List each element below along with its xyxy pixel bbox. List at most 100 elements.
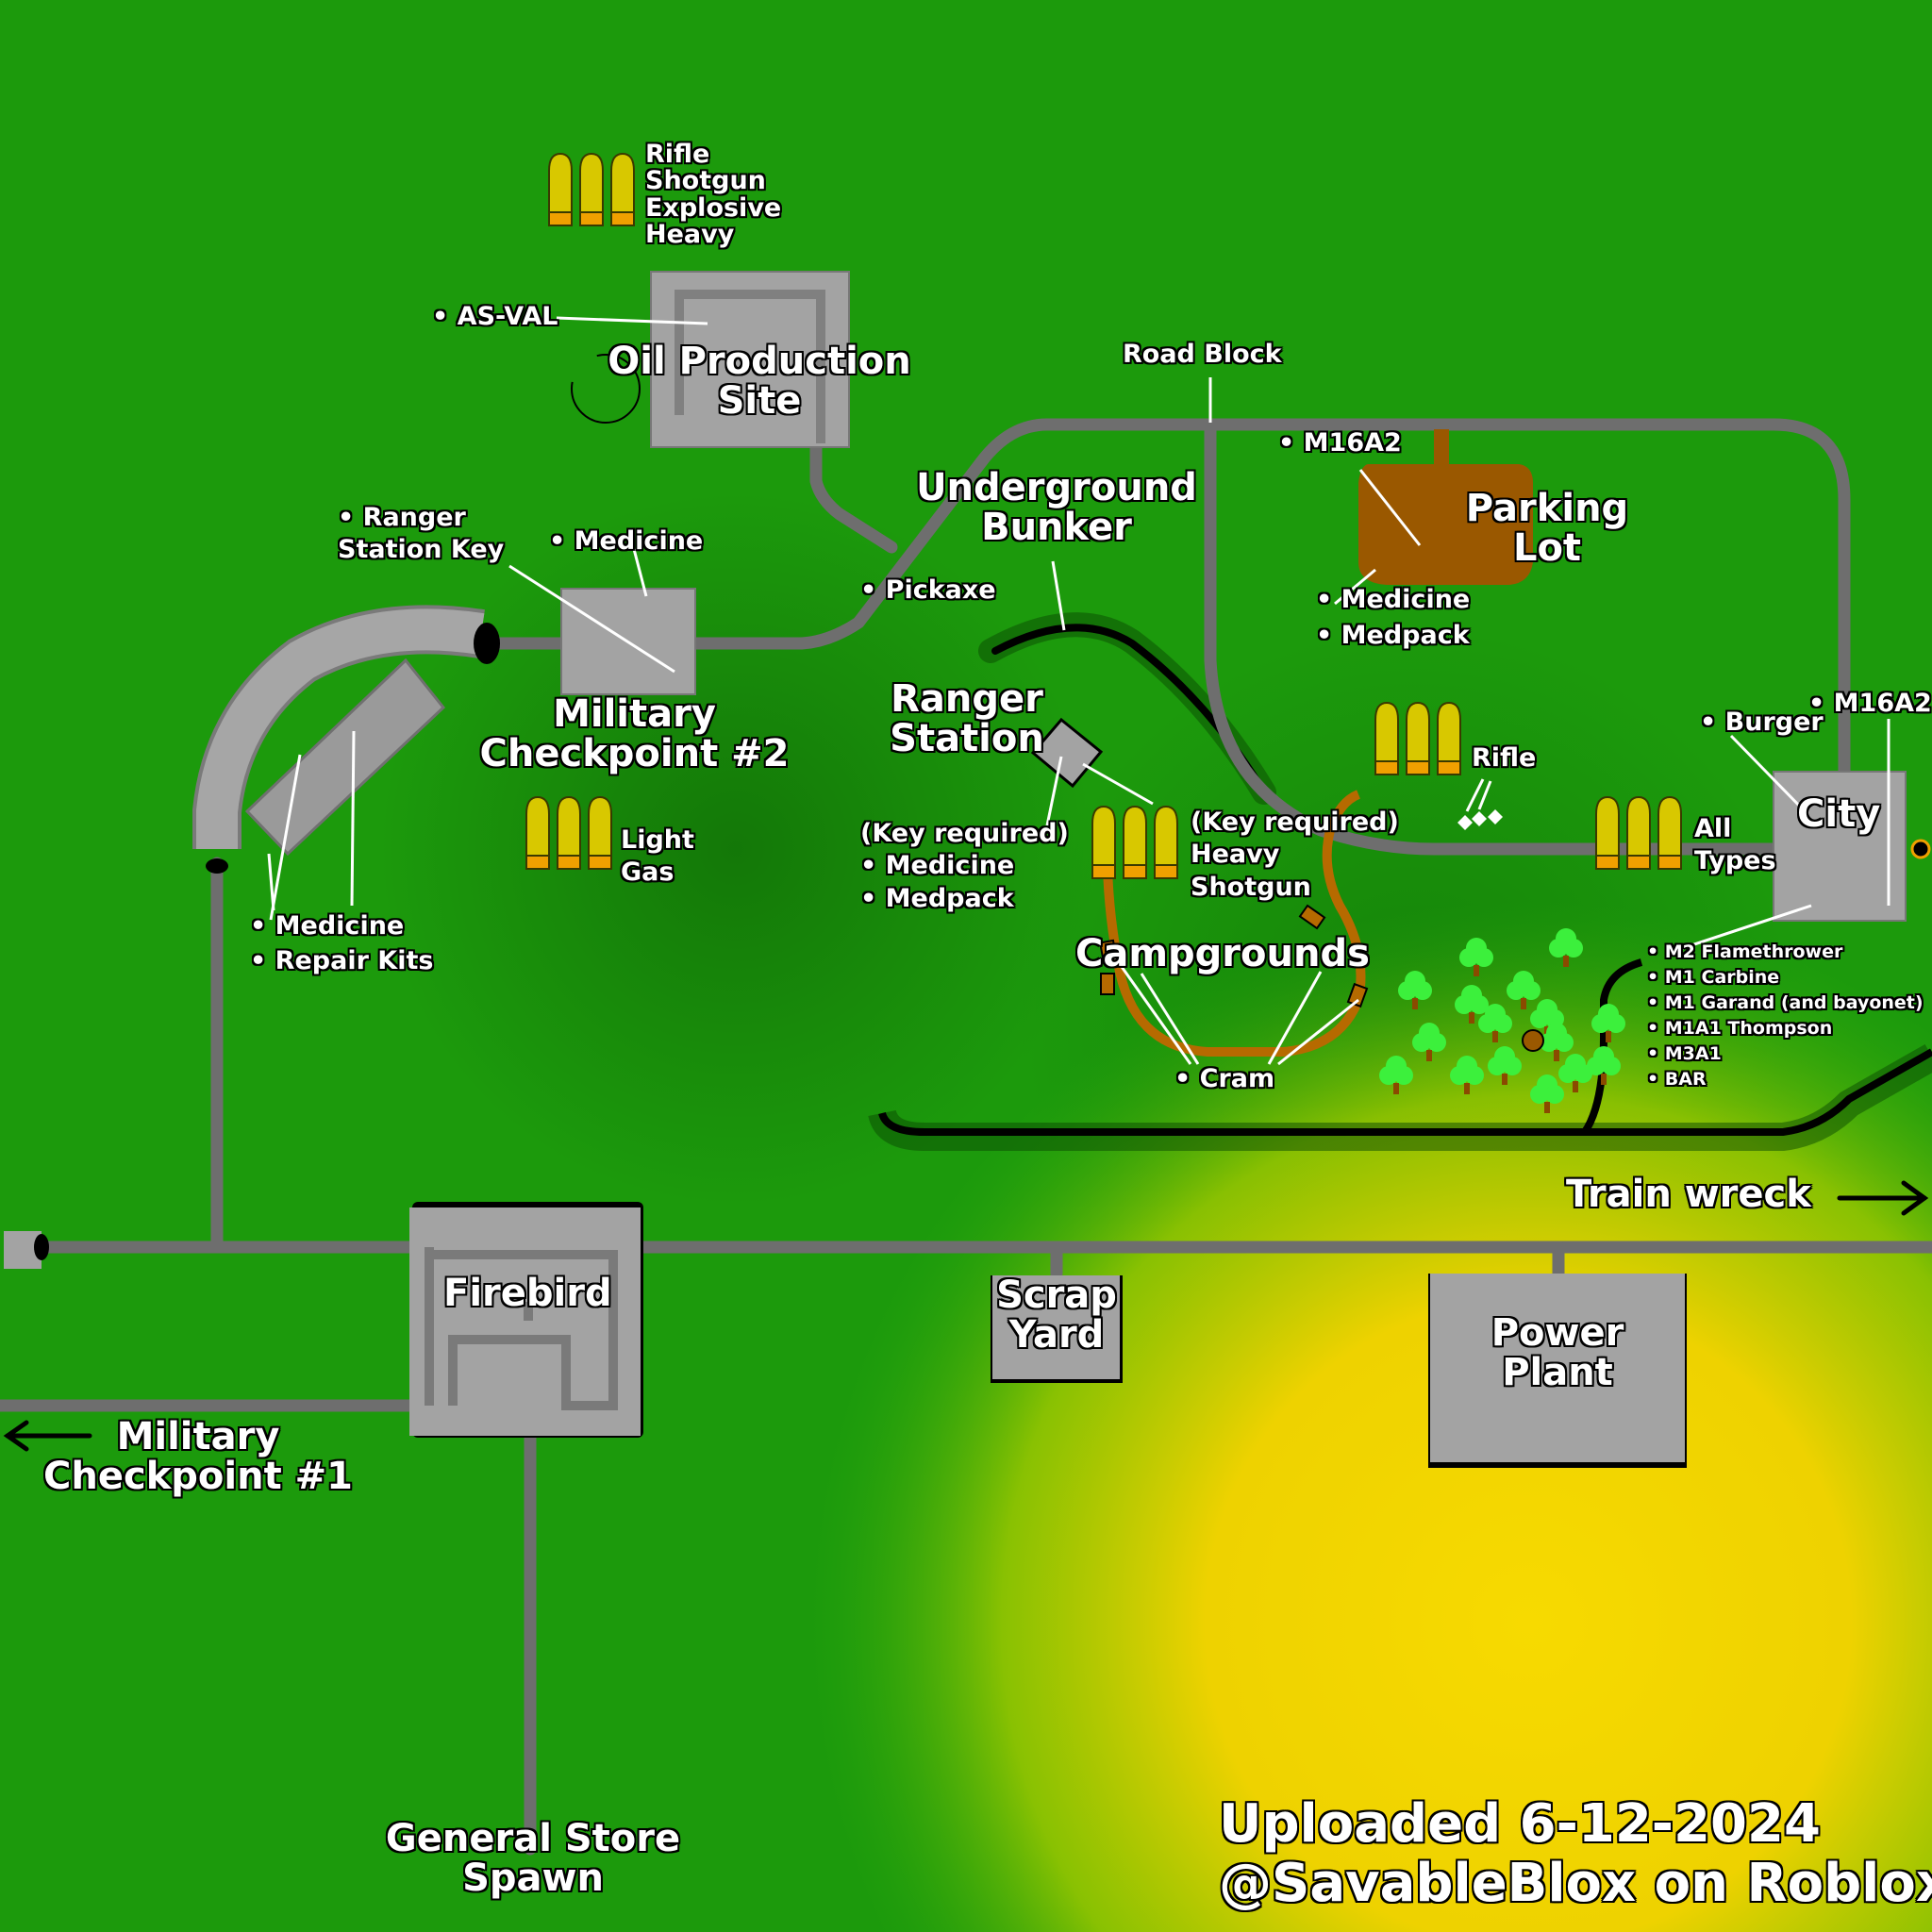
ammo-type: Rifle [645, 140, 710, 169]
loot-item: Repair Kits [250, 947, 434, 974]
loot-item: M1 Garand (and bayonet) [1647, 993, 1924, 1013]
location-power-plant: Power Plant [1468, 1313, 1647, 1392]
location-name: Oil Production Site [608, 340, 911, 423]
forest-campfire [1522, 1029, 1544, 1052]
loot-parking-items: Medicine Medpack [1316, 586, 1471, 650]
ammo-type: Shotgun [1191, 872, 1311, 902]
campgrounds-key-pointer [1082, 762, 1154, 806]
loot-item: Medicine [549, 526, 703, 556]
train-wreck-arrow [1837, 1180, 1929, 1216]
checkpoint1-arrow [3, 1420, 92, 1452]
location-name: Parking Lot [1465, 487, 1629, 570]
ammo-type: Types [1694, 846, 1776, 876]
tunnel-entrance-south [206, 858, 228, 874]
location-name: Scrap Yard [996, 1274, 1117, 1357]
location-firebird: Firebird [443, 1272, 612, 1315]
loot-item: M16A2 [1808, 689, 1932, 718]
tunnel-pointer [269, 754, 302, 921]
loot-item: Burger [1700, 708, 1824, 737]
firebird-inner-roads [425, 1247, 618, 1410]
ammo-type: Light [621, 825, 694, 855]
loot-ranger-items: (Key required) Medicine Medpack [860, 819, 1069, 912]
loot-tunnel-items: Medicine Repair Kits [250, 912, 434, 975]
rifle-pointer [1477, 780, 1492, 810]
loot-cp2-medicine: Medicine [549, 526, 703, 556]
forest-ravine [1581, 958, 1643, 1135]
loot-item: Medicine [1316, 586, 1471, 613]
location-parking-lot: Parking Lot [1443, 489, 1651, 568]
road-block-road [1204, 418, 1780, 856]
loot-city-m16: M16A2 [1808, 689, 1932, 718]
campsite [1298, 904, 1326, 930]
loot-item: Medpack [860, 885, 1069, 912]
cram-pointer [1140, 973, 1200, 1065]
loot-city-weapons: M2 Flamethrower M1 Carbine M1 Garand (an… [1647, 942, 1924, 1090]
cp2-medicine-pointer [632, 548, 648, 597]
oil-site-inner-road [675, 290, 825, 443]
loot-item: BAR [1647, 1070, 1924, 1090]
location-name: Military Checkpoint #1 [43, 1415, 353, 1498]
location-name: Military Checkpoint #2 [479, 692, 790, 775]
loot-pickaxe: Pickaxe [860, 575, 996, 605]
oil-tank [571, 354, 641, 424]
location-name: Power Plant [1491, 1311, 1624, 1394]
loot-item: M2 Flamethrower [1647, 942, 1924, 962]
loot-item: M16A2 [1278, 428, 1402, 458]
ranger-key-pointer [508, 564, 675, 674]
item-marker [1457, 815, 1473, 830]
loot-cram: Cram [1174, 1064, 1274, 1093]
cram-pointer [1277, 998, 1359, 1066]
loot-ranger-station-key: Ranger Station Key [338, 504, 505, 565]
loot-item: Cram [1174, 1064, 1274, 1093]
tunnel-pointer [267, 853, 275, 911]
cram-pointer [1267, 971, 1323, 1065]
burger-pointer [1729, 734, 1808, 815]
rifle-pointer [1465, 778, 1485, 812]
ammo-type: (Key required) [1191, 808, 1399, 837]
tunnel-pointer [350, 730, 356, 907]
ammo-list-oil-site: Rifle Shotgun Explosive Heavy [645, 140, 781, 248]
ammo-icon-checkpoint2 [526, 797, 611, 869]
tunnel-entrance-east [474, 623, 500, 664]
loot-item: AS-VAL [432, 302, 558, 331]
location-military-checkpoint-1: Military Checkpoint #1 [28, 1417, 368, 1496]
scrap-yard-building [992, 1275, 1120, 1379]
tunnel [196, 608, 485, 849]
ammo-type: Heavy [1191, 840, 1280, 870]
location-name: Underground Bunker [916, 466, 1197, 549]
location-oil-production-site: Oil Production Site [594, 341, 924, 421]
city-east-exit [1910, 839, 1931, 859]
loot-parking-m16: M16A2 [1278, 428, 1402, 458]
location-military-checkpoint-2: Military Checkpoint #2 [458, 694, 811, 774]
ammo-type: Shotgun [645, 166, 766, 196]
ranger-key-required-pointer [1045, 756, 1063, 826]
loot-item: (Key required) [860, 819, 1069, 848]
loot-item: Station Key [338, 535, 505, 565]
upload-date: Uploaded 6-12-2024 [1219, 1793, 1821, 1855]
ammo-list-campgrounds: (Key required) Heavy Shotgun [1191, 808, 1399, 902]
parking-lot-entrance [1434, 429, 1449, 467]
city-building [1773, 771, 1907, 922]
tunnel-annex-building [244, 658, 446, 857]
loot-item: M1A1 Thompson [1647, 1019, 1924, 1039]
loot-as-val: AS-VAL [432, 302, 558, 331]
oil-site-road [809, 437, 898, 554]
location-name: General Store Spawn [385, 1817, 681, 1900]
ammo-list-checkpoint2: Light Gas [621, 825, 694, 887]
location-underground-bunker: Underground Bunker [896, 468, 1217, 547]
loot-city-burger: Burger [1700, 708, 1824, 737]
item-marker [1488, 809, 1503, 824]
loot-item: Medicine [860, 852, 1069, 879]
loot-item: Medicine [250, 912, 433, 940]
ammo-icon-city [1596, 797, 1681, 869]
ammo-icon-campgrounds [1092, 807, 1177, 878]
location-campgrounds: Campgrounds [1075, 932, 1370, 975]
west-exit-hole [34, 1234, 49, 1260]
ammo-icon-oil-site [549, 154, 634, 225]
loot-item: Medpack [1316, 622, 1470, 649]
campsite [1099, 939, 1118, 965]
upload-watermark: Uploaded 6-12-2024 @SavableBlox on Roblo… [1219, 1793, 1932, 1912]
label-train-wreck: Train wreck [1566, 1173, 1811, 1216]
bunker-pointer [1051, 560, 1066, 631]
